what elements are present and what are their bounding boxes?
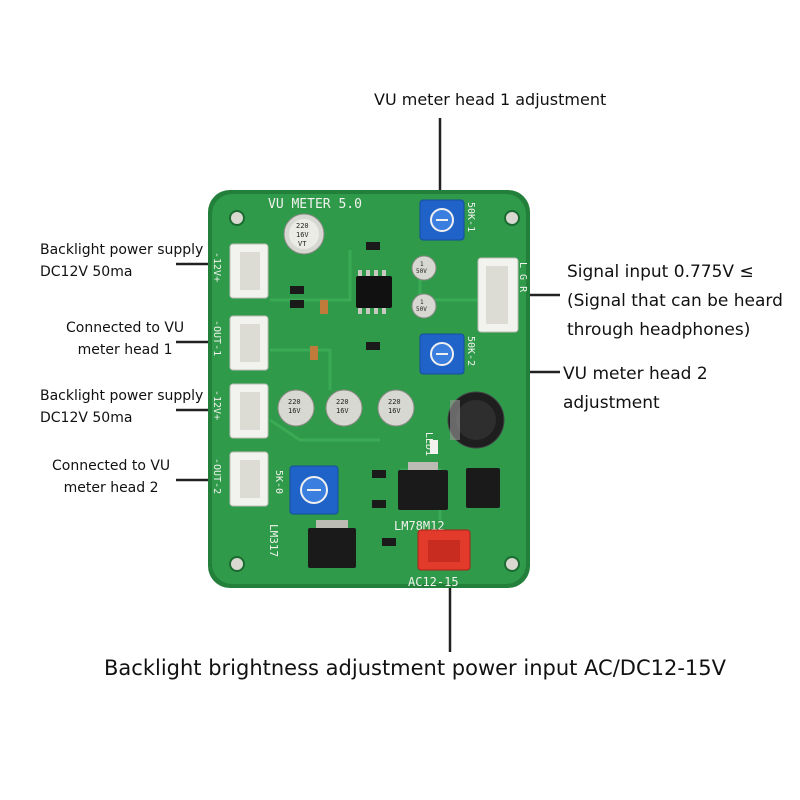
label-signal-input-line3: through headphones) (567, 319, 751, 340)
label-connected-head-2: Connected to VU meter head 2 (52, 456, 170, 499)
label-signal-input-line2: (Signal that can be heard (567, 290, 783, 311)
label-backlight-supply-2-line1: Backlight power supply (40, 388, 204, 404)
mounting-hole-icon (504, 556, 520, 572)
connector-label-1: -12V+ (211, 252, 222, 282)
label-vu1-adjust: VU meter head 1 adjustment (374, 90, 607, 109)
regulator-lm317-label: LM317 (267, 524, 280, 557)
cap-c7-text-3: VT (298, 240, 307, 248)
cap-row1-text: 220 (288, 398, 301, 406)
pot-backlight-label: 5K-0 (273, 470, 284, 494)
pot-vu2-label: 50K-2 (465, 336, 476, 366)
cap-row3-text: 220 (388, 398, 401, 406)
connector-label-3: -12V+ (211, 390, 222, 420)
regulator-lm78m12 (398, 462, 448, 510)
pot-vu2 (419, 333, 465, 375)
label-backlight-supply-1: Backlight power supply DC12V 50ma (40, 240, 203, 283)
pot-vu1 (419, 199, 465, 241)
smd-components (290, 242, 438, 546)
mounting-hole-icon (229, 210, 245, 226)
connector-head-2 (229, 451, 269, 507)
label-backlight-supply-1-line2: DC12V 50ma (40, 263, 133, 280)
regulator-lm317 (308, 520, 356, 568)
capacitor-row (277, 389, 415, 427)
connector-backlight-2 (229, 383, 269, 439)
capacitor-c4 (411, 293, 437, 319)
label-connected-head-1: Connected to VU meter head 1 (66, 318, 184, 361)
label-signal-input-line1: Signal input 0.775V ≤ (567, 262, 754, 282)
pot-vu1-label: 50K-1 (465, 202, 476, 232)
connector-backlight-1 (229, 243, 269, 299)
label-backlight-supply-1-line1: Backlight power supply (40, 242, 204, 258)
cap-row2-text: 220 (336, 398, 349, 406)
connector-signal-input (477, 257, 519, 333)
cap-c4-text-2: 50V (416, 306, 427, 313)
cap-c7-text: 220 (296, 222, 309, 230)
label-connected-head-1-line2: meter head 1 (77, 341, 173, 358)
cap-row2-text-2: 16V (336, 407, 349, 415)
power-connector-label: AC12-15 (408, 575, 459, 589)
label-vu2-adjust-line2: adjustment (563, 392, 660, 413)
connector-label-4: -OUT-2 (211, 458, 222, 494)
label-connected-head-1-line1: Connected to VU (66, 320, 185, 336)
mounting-hole-icon (229, 556, 245, 572)
label-connected-head-2-line2: meter head 2 (63, 479, 159, 496)
led-label: LED1 (423, 432, 434, 456)
mounting-hole-icon (504, 210, 520, 226)
label-vu2-adjust: VU meter head 2 adjustment (563, 360, 708, 418)
cap-row1-text-2: 16V (288, 407, 301, 415)
power-input-connector (417, 529, 471, 571)
cap-c7-text-2: 16V (296, 231, 309, 239)
capacitor-c3-large (447, 391, 505, 449)
left-connectors (229, 243, 269, 507)
bridge-rectifier (466, 468, 500, 508)
board-title: VU METER 5.0 (268, 197, 362, 212)
label-backlight-supply-2: Backlight power supply DC12V 50ma (40, 386, 203, 429)
cap-row3-text-2: 16V (388, 407, 401, 415)
cap-c4-text: 1 (420, 299, 424, 306)
label-backlight-supply-2-line2: DC12V 50ma (40, 409, 133, 426)
cap-c6-text-2: 50V (416, 268, 427, 275)
pot-backlight (289, 465, 339, 515)
connector-signal-label: L G R (517, 262, 528, 293)
label-vu2-adjust-line1: VU meter head 2 (563, 364, 708, 384)
ic-opamp (356, 270, 392, 314)
cap-c6-text: 1 (420, 261, 424, 268)
connector-head-1 (229, 315, 269, 371)
label-connected-head-2-line1: Connected to VU (52, 458, 171, 474)
capacitor-c6 (411, 255, 437, 281)
capacitor-c7 (283, 213, 325, 255)
connector-label-2: -OUT-1 (211, 320, 222, 356)
label-power-input: Backlight brightness adjustment power in… (104, 656, 727, 680)
label-signal-input: Signal input 0.775V ≤ (Signal that can b… (567, 258, 783, 345)
